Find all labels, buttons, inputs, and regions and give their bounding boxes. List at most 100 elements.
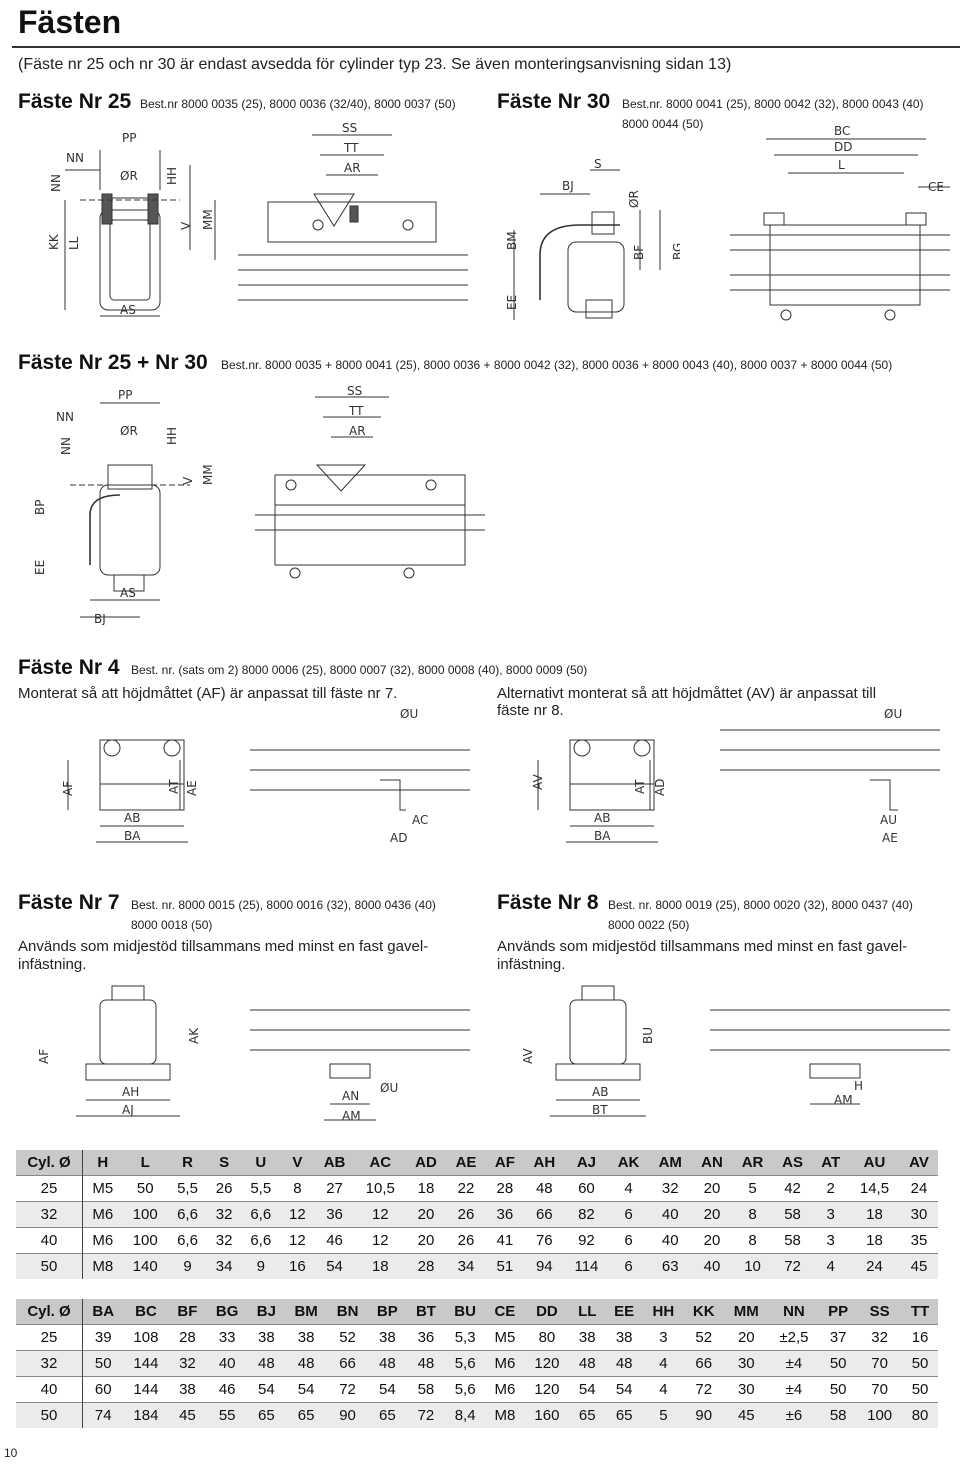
table-cell: 54 [605, 1376, 644, 1403]
table-cell: 38 [247, 1324, 285, 1351]
table-cell: 38 [168, 1376, 207, 1403]
table-cell: 25 [16, 1175, 83, 1202]
order-number-25-30: Best.nr. 8000 0035 + 8000 0041 (25), 800… [221, 358, 893, 372]
table-cell: 20 [405, 1227, 447, 1254]
table-cell: 50 [122, 1175, 168, 1202]
label-v-2: V [181, 476, 195, 485]
table-header-cell: PP [819, 1299, 858, 1325]
table-cell: 22 [446, 1175, 486, 1202]
table-cell: 65 [284, 1402, 328, 1428]
table-cell: 100 [857, 1402, 903, 1428]
table-header-cell: AN [691, 1150, 733, 1176]
table-header-cell: BF [168, 1299, 207, 1325]
label-bu-8: BU [641, 1027, 655, 1044]
table-cell: 66 [327, 1350, 368, 1377]
table-cell: 120 [524, 1350, 570, 1377]
table-cell: 12 [280, 1201, 315, 1228]
table-header-cell: CE [485, 1299, 525, 1325]
table-cell: 70 [857, 1376, 903, 1403]
label-nn-b: NN [49, 174, 63, 192]
table-cell: 36 [406, 1324, 445, 1351]
table-cell: 46 [206, 1376, 248, 1403]
table-cell: 66 [683, 1350, 724, 1377]
table-cell: 58 [406, 1376, 445, 1403]
label-bj: BJ [562, 179, 574, 193]
table-cell: 24 [899, 1175, 938, 1202]
table-header-cell: AB [314, 1150, 355, 1176]
table-cell: 90 [327, 1402, 368, 1428]
table-cell: 45 [168, 1402, 207, 1428]
table-cell: 108 [123, 1324, 169, 1351]
table-cell: 50 [902, 1350, 938, 1377]
table-cell: 32 [207, 1201, 242, 1228]
note-7-line2: infästning. [18, 956, 87, 973]
table-cell: 3 [812, 1201, 850, 1228]
table-cell: 40 [206, 1350, 248, 1377]
label-at-4r: AT [633, 779, 647, 794]
drawing-bracket-25-30-side: SS TT AR [255, 385, 485, 579]
table-cell: 9 [241, 1253, 281, 1279]
drawing-bracket-4-right: ØU AV AT AD AB BA AU AE [531, 707, 940, 845]
label-ah-7: AH [122, 1085, 139, 1099]
table-header-cell: Cyl. Ø [16, 1299, 83, 1325]
table-cell: 60 [564, 1175, 609, 1202]
drawing-bracket-25-side: SS TT AR [238, 121, 468, 301]
drawing-bracket-30-side: BC DD L CE [730, 125, 950, 321]
table-cell: 5,6 [444, 1350, 486, 1377]
table-cell: 48 [605, 1350, 644, 1377]
table-cell: 14,5 [849, 1175, 900, 1202]
table-cell: 32 [648, 1175, 692, 1202]
table-cell: 20 [691, 1201, 733, 1228]
table-cell: 50 [819, 1376, 858, 1403]
table-header-cell: V [280, 1150, 315, 1176]
table-cell: 48 [406, 1350, 445, 1377]
table-cell: 5,6 [444, 1376, 486, 1403]
table-header-cell: AT [812, 1150, 850, 1176]
table-cell: 50 [902, 1376, 938, 1403]
table-cell: 58 [819, 1402, 858, 1428]
page-title: Fästen [18, 4, 122, 40]
label-mm-2: MM [201, 464, 215, 485]
label-bm: BM [505, 231, 519, 250]
table-cell: ±2,5 [768, 1324, 820, 1351]
table-cell: 34 [207, 1253, 242, 1279]
table-cell: 6,6 [167, 1227, 208, 1254]
label-u-4r: ØU [884, 707, 902, 721]
table-header-cell: AM [648, 1150, 692, 1176]
section-title-30: Fäste Nr 30 [497, 90, 611, 113]
table-header-cell: U [241, 1150, 281, 1176]
label-ab-4r: AB [594, 811, 610, 825]
table-header-cell: AK [608, 1150, 649, 1176]
table-header-cell: AV [899, 1150, 938, 1176]
drawing-bracket-4-left: ØU AF AT AE AB BA AC AD [61, 707, 470, 845]
label-av-8: AV [521, 1048, 535, 1064]
label-l: L [838, 158, 845, 172]
label-af-4: AF [61, 781, 75, 796]
table-header-cell: KK [683, 1299, 724, 1325]
table-cell: 26 [446, 1227, 486, 1254]
table-cell: 30 [723, 1350, 769, 1377]
table-header-cell: BP [367, 1299, 407, 1325]
label-ar-2: AR [349, 424, 366, 438]
drawing-bracket-30-front: S BJ BM EE ØR BF BG [505, 157, 680, 320]
table-cell: 20 [691, 1175, 733, 1202]
table-cell: 48 [247, 1350, 285, 1377]
drawing-bracket-7: AF AK AH AJ ØU AN AM [37, 985, 470, 1123]
label-ce: CE [928, 180, 944, 194]
table-cell: M8 [485, 1402, 525, 1428]
table-header-cell: BJ [247, 1299, 285, 1325]
label-v: V [179, 221, 193, 230]
label-ad-4r: AD [653, 779, 667, 796]
table-cell: 28 [168, 1324, 207, 1351]
section-title-25: Fäste Nr 25 [18, 90, 132, 113]
table-header-cell: S [207, 1150, 242, 1176]
label-an-7: AN [342, 1089, 359, 1103]
title-rule [12, 0, 960, 48]
table-cell: 80 [902, 1402, 938, 1428]
table-header-cell: BU [444, 1299, 486, 1325]
